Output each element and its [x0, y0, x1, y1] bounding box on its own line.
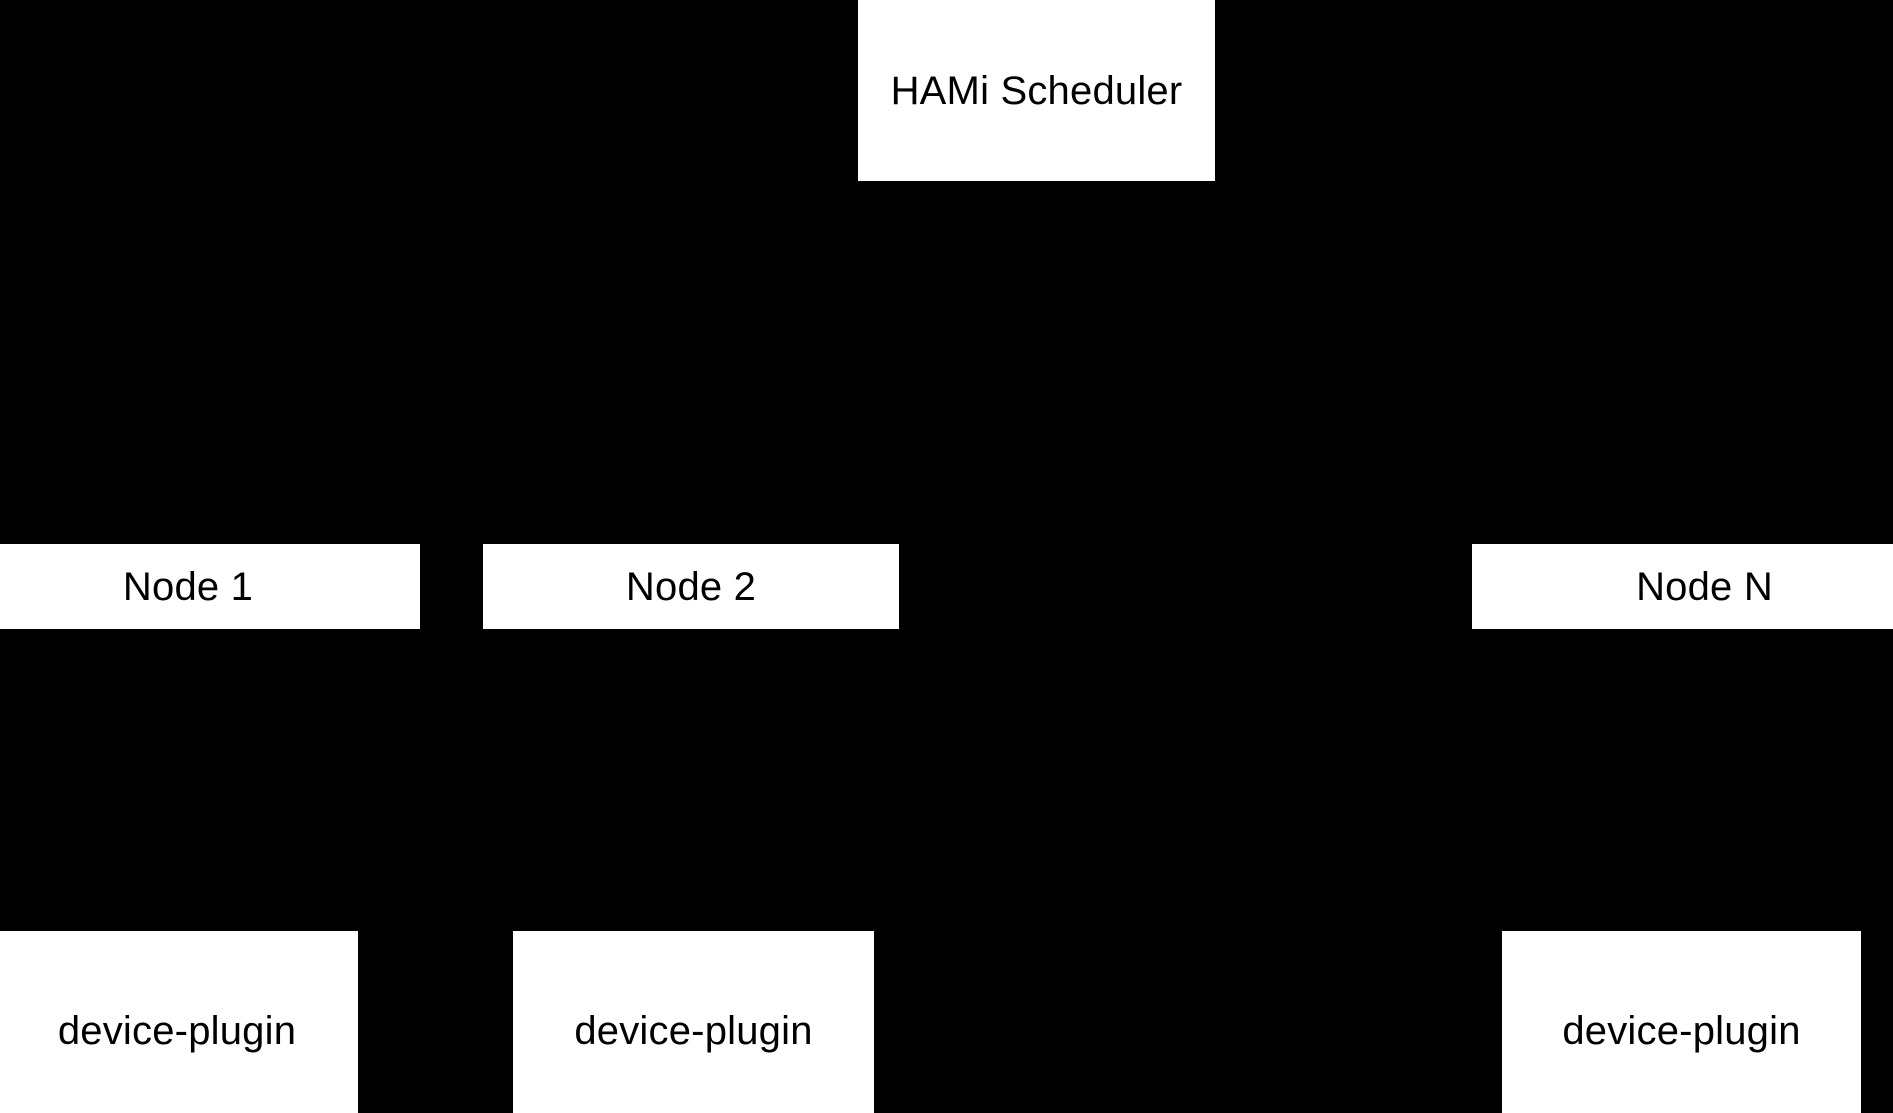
device-plugin-1-label: device-plugin: [57, 1009, 297, 1053]
node-1-label: Node 1: [122, 564, 254, 609]
device-plugin-2-node[interactable]: device-plugin: [513, 931, 874, 1113]
node-n-label: Node N: [1636, 564, 1773, 609]
device-plugin-2-label: device-plugin: [574, 1009, 813, 1053]
hami-scheduler-node[interactable]: HAMi Scheduler: [858, 0, 1215, 181]
node-2-label: Node 2: [625, 564, 757, 609]
device-plugin-1-node[interactable]: device-plugin: [0, 931, 358, 1113]
node-2-node[interactable]: Node 2: [483, 544, 899, 629]
device-plugin-n-node[interactable]: device-plugin: [1502, 931, 1861, 1113]
device-plugin-n-label: device-plugin: [1562, 1009, 1801, 1053]
hami-scheduler-label: HAMi Scheduler: [890, 68, 1183, 113]
node-n-node[interactable]: Node N: [1472, 544, 1893, 629]
node-1-node[interactable]: Node 1: [0, 544, 420, 629]
